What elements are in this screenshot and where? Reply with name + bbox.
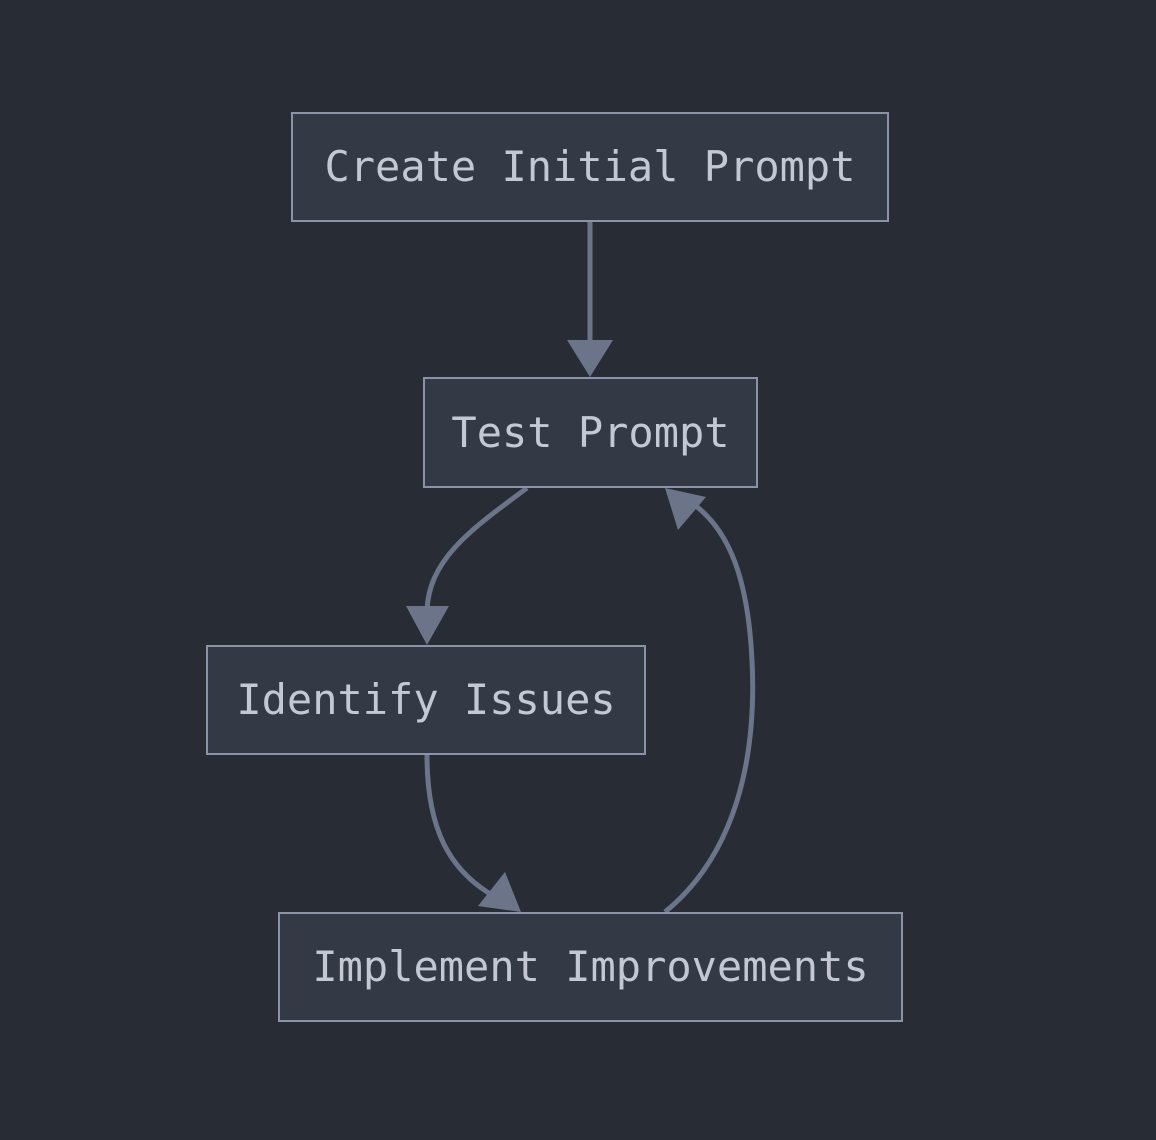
- edge-implement-improvements-to-test-prompt: [663, 488, 756, 914]
- node-label: Create Initial Prompt: [324, 142, 856, 191]
- node-implement-improvements[interactable]: Implement Improvements: [278, 912, 903, 1022]
- node-label: Implement Improvements: [312, 942, 869, 991]
- node-label: Identify Issues: [236, 675, 616, 724]
- edge-create-initial-prompt-to-test-prompt: [567, 222, 613, 377]
- node-test-prompt[interactable]: Test Prompt: [423, 377, 758, 488]
- edge-identify-issues-to-implement-improvements: [424, 754, 521, 912]
- node-identify-issues[interactable]: Identify Issues: [206, 645, 646, 755]
- node-create-initial-prompt[interactable]: Create Initial Prompt: [291, 112, 889, 222]
- node-label: Test Prompt: [451, 407, 730, 457]
- edge-test-prompt-to-identify-issues: [406, 485, 529, 645]
